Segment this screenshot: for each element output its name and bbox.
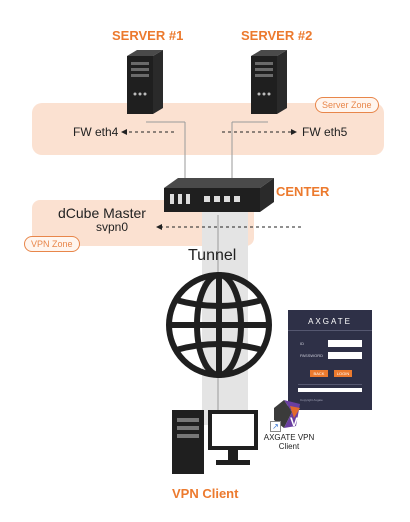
globe-icon (166, 272, 272, 378)
server-zone-tag: Server Zone (315, 97, 379, 113)
vpn-zone-tag: VPN Zone (24, 236, 80, 252)
server-1-icon (127, 50, 163, 114)
server-1-label: SERVER #1 (112, 28, 184, 43)
login-window: AXGATE ID PASSWORD BACK LOGIN Copyright … (288, 310, 372, 410)
back-button[interactable]: BACK (310, 370, 328, 377)
login-bar (298, 388, 362, 392)
vpn-client-label: VPN Client (172, 486, 239, 501)
fw-eth4-label: FW eth4 (73, 125, 119, 139)
tunnel-label: Tunnel (188, 247, 237, 264)
login-brand: AXGATE (308, 317, 352, 326)
fw-eth5-label: FW eth5 (302, 125, 348, 139)
password-label: PASSWORD (300, 353, 324, 358)
app-name-line2: Client (278, 442, 300, 451)
id-field[interactable] (328, 340, 362, 347)
center-appliance-icon (164, 178, 274, 212)
svg-text:V: V (290, 415, 298, 429)
login-divider (298, 384, 362, 385)
desktop-pc-icon (172, 410, 258, 474)
center-label: CENTER (276, 184, 330, 199)
shortcut-arrow-icon: ↗ (270, 421, 281, 432)
login-header-line (288, 330, 372, 331)
svpn0-label: svpn0 (96, 220, 129, 234)
server-2-icon (251, 50, 287, 114)
password-field[interactable] (328, 352, 362, 359)
server-2-label: SERVER #2 (241, 28, 313, 43)
app-name-line1: AXGATE VPN (263, 433, 315, 442)
id-label: ID (300, 341, 304, 346)
dcube-master-label: dCube Master (58, 205, 146, 221)
login-button[interactable]: LOGIN (334, 370, 352, 377)
login-footer: Copyright Axgate (300, 398, 323, 402)
